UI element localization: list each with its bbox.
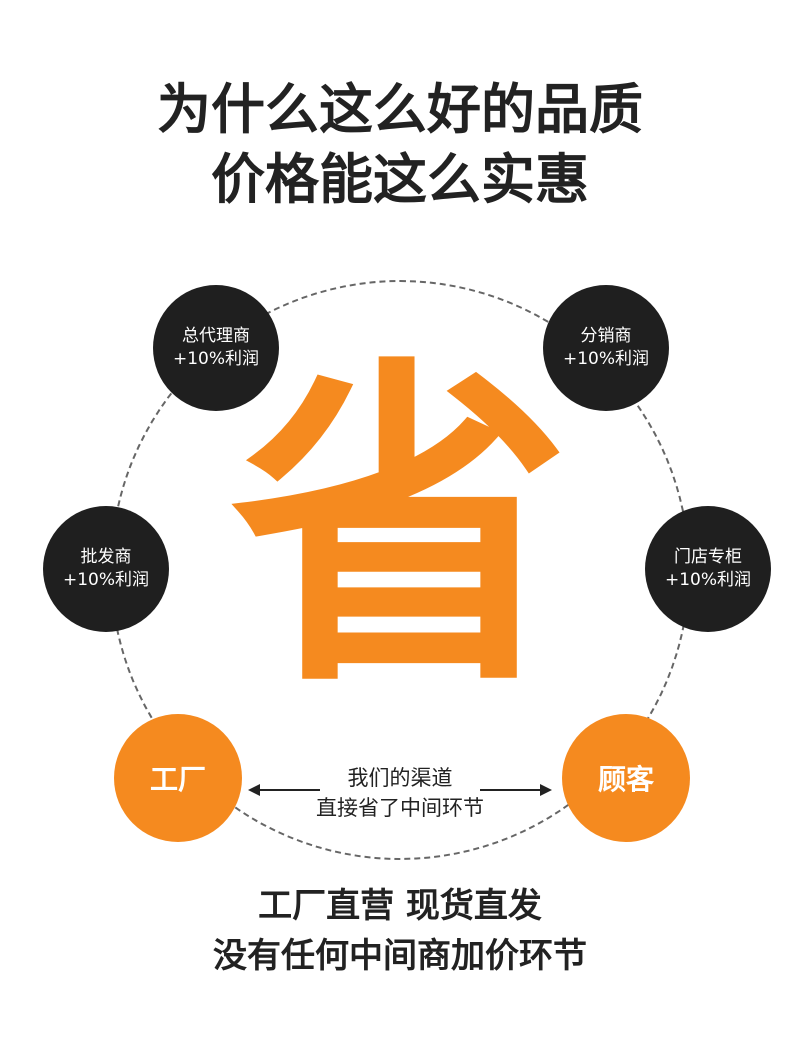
channel-description-line-2: 直接省了中间环节 [316, 796, 484, 821]
node-factory: 工厂 [114, 714, 242, 842]
node-distributor-margin: +10%利润 [562, 349, 650, 369]
title-line-1: 为什么这么好的品质 [157, 78, 643, 141]
bottom-line-1: 工厂直营 现货直发 [258, 886, 542, 926]
node-store: 门店专柜 +10%利润 [645, 506, 771, 632]
node-distributor: 分销商 +10%利润 [543, 285, 669, 411]
node-wholesaler: 批发商 +10%利润 [43, 506, 169, 632]
node-distributor-name: 分销商 [580, 326, 632, 347]
node-customer: 顾客 [562, 714, 690, 842]
node-general-agent-margin: +10%利润 [172, 349, 260, 369]
node-wholesaler-margin: +10%利润 [62, 570, 150, 590]
node-store-name: 门店专柜 [674, 547, 742, 568]
bottom-line-2: 没有任何中间商加价环节 [213, 936, 587, 976]
node-wholesaler-name: 批发商 [80, 547, 132, 568]
channel-description-line-1: 我们的渠道 [347, 766, 453, 790]
node-general-agent: 总代理商 +10%利润 [153, 285, 279, 411]
title-line-2: 价格能这么实惠 [211, 148, 589, 211]
save-character: 省 [230, 332, 570, 728]
arrow-left-icon [248, 784, 320, 796]
node-general-agent-name: 总代理商 [182, 326, 250, 347]
arrow-right-icon [480, 784, 552, 796]
node-store-margin: +10%利润 [664, 570, 752, 590]
channel-description: 我们的渠道 直接省了中间环节 [290, 763, 510, 824]
